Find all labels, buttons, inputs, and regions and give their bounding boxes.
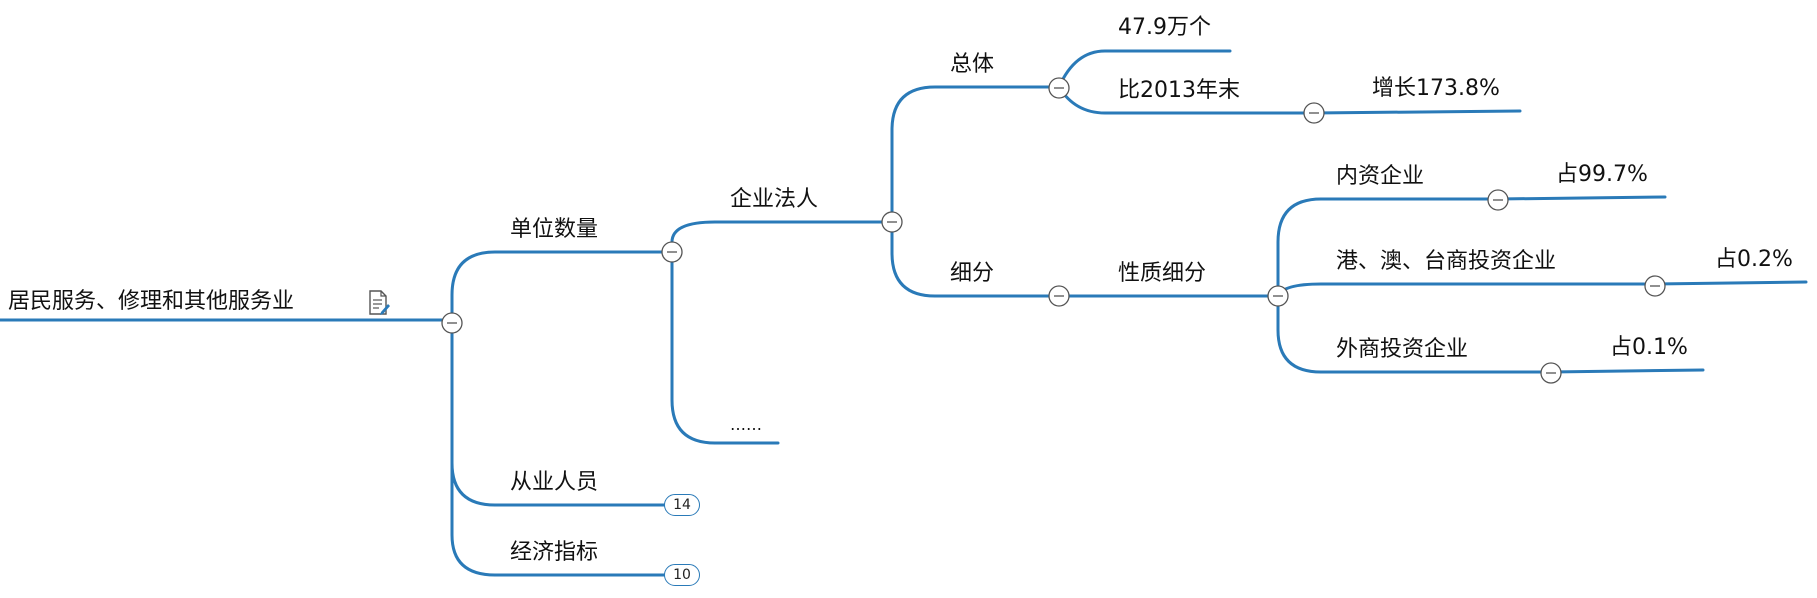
connector-hmt — [1276, 282, 1657, 298]
topic-vs-2013[interactable]: 比2013年末 — [1118, 78, 1240, 103]
topic-subdivision[interactable]: 细分 — [950, 261, 995, 286]
topic-hmt-pct[interactable]: 占0.2% — [1715, 247, 1793, 272]
connector-unit-count — [450, 250, 674, 322]
topic-foreign[interactable]: 外商投资企业 — [1336, 337, 1469, 362]
toggle-foreign[interactable] — [1540, 362, 1562, 384]
topic-employees[interactable]: 从业人员 — [510, 470, 599, 495]
connector-domestic-pct — [1496, 195, 1667, 201]
topic-total-value[interactable]: 47.9万个 — [1118, 15, 1211, 40]
connector-ellipsis — [670, 250, 780, 445]
toggle-domestic[interactable] — [1487, 189, 1509, 211]
connector-econ — [450, 318, 674, 577]
toggle-unit-count[interactable] — [661, 241, 683, 263]
collapsed-count-econ[interactable]: 10 — [664, 564, 700, 586]
root-topic[interactable]: 居民服务、修理和其他服务业 — [8, 289, 295, 314]
connector-growth — [1312, 109, 1522, 115]
toggle-subdivision[interactable] — [1048, 285, 1070, 307]
collapsed-count-employees[interactable]: 14 — [664, 494, 700, 516]
toggle-hmt[interactable] — [1644, 275, 1666, 297]
connector-foreign-pct — [1549, 368, 1705, 374]
note-icon[interactable] — [368, 290, 390, 316]
toggle-vs-2013[interactable] — [1303, 102, 1325, 124]
toggle-overall[interactable] — [1048, 77, 1070, 99]
toggle-root[interactable] — [441, 312, 463, 334]
topic-domestic-pct[interactable]: 占99.7% — [1556, 162, 1648, 187]
topic-growth[interactable]: 增长173.8% — [1372, 76, 1500, 101]
connector-overall — [890, 85, 1061, 224]
toggle-enterprise[interactable] — [881, 211, 903, 233]
topic-hmt[interactable]: 港、澳、台商投资企业 — [1336, 249, 1557, 274]
connector-domestic — [1276, 197, 1500, 298]
connector-enterprise — [670, 220, 894, 254]
topic-foreign-pct[interactable]: 占0.1% — [1610, 335, 1688, 360]
topic-enterprise[interactable]: 企业法人 — [730, 187, 819, 212]
connector-subdivision — [890, 220, 1061, 298]
topic-unit-count[interactable]: 单位数量 — [510, 217, 599, 242]
topic-nature[interactable]: 性质细分 — [1118, 261, 1207, 286]
connector-hmt-pct — [1653, 280, 1808, 286]
collapse-toggles — [441, 77, 1666, 384]
toggle-nature[interactable] — [1267, 285, 1289, 307]
topic-overall[interactable]: 总体 — [950, 52, 995, 77]
connector-foreign — [1276, 294, 1553, 374]
topic-econ[interactable]: 经济指标 — [510, 540, 599, 565]
topic-ellipsis[interactable]: …… — [730, 415, 762, 434]
topic-domestic[interactable]: 内资企业 — [1336, 164, 1425, 189]
